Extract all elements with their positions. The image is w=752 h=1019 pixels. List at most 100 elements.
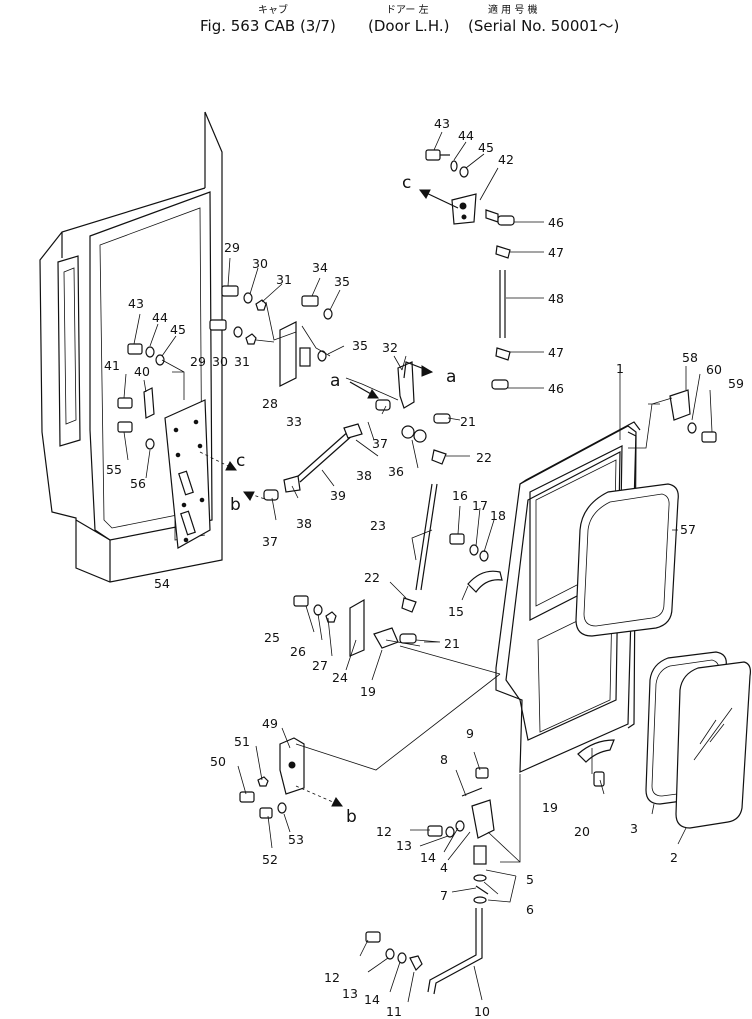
callout-14a: 14 [420,850,436,865]
callout-7: 7 [440,888,448,903]
callout-53: 53 [288,832,304,847]
hardware [117,149,717,972]
cab-frame [39,111,223,583]
callout-57: 57 [680,522,696,537]
letter-c-1: c [402,173,411,193]
callout-37a: 37 [372,436,388,451]
connection-arrows [199,189,459,807]
callout-19b: 19 [542,800,558,815]
callout-41: 41 [104,358,120,373]
callout-numbers: 1 2 3 4 5 6 7 8 9 10 11 12 12 13 13 14 1… [104,116,744,1019]
letter-a-2: a [330,371,340,391]
callout-6: 6 [526,902,534,917]
callout-17: 17 [472,498,488,513]
callout-43b: 43 [128,296,144,311]
callout-29a: 29 [224,240,240,255]
callout-50: 50 [210,754,226,769]
latch-42 [451,193,499,225]
callout-45a: 45 [478,140,494,155]
callout-11: 11 [386,1004,402,1019]
callout-37b: 37 [262,534,278,549]
callout-60: 60 [706,362,722,377]
callout-44b: 44 [152,310,168,325]
callout-32: 32 [382,340,398,355]
serial-kana: 適 用 号 機 [488,3,538,16]
callout-35b: 35 [352,338,368,353]
callout-59: 59 [728,376,744,391]
callout-36: 36 [388,464,404,479]
callout-28: 28 [262,396,278,411]
leader-lines [123,131,713,1003]
callout-25: 25 [264,630,280,645]
connection-letters: a a b b c c [230,173,456,827]
callout-38b: 38 [296,516,312,531]
door-kana: ドアー 左 [386,3,429,16]
callout-14b: 14 [364,992,380,1007]
callout-31b: 31 [234,354,250,369]
callout-54: 54 [154,576,170,591]
callout-21b: 21 [444,636,460,651]
callout-44a: 44 [458,128,474,143]
callout-2: 2 [670,850,678,865]
letter-b-2: b [346,807,357,827]
callout-19a: 19 [360,684,376,699]
callout-21a: 21 [460,414,476,429]
callout-3: 3 [630,821,638,836]
window-glass-2 [675,661,751,829]
callout-38a: 38 [356,468,372,483]
callout-5: 5 [526,872,534,887]
callout-40: 40 [134,364,150,379]
callout-39: 39 [330,488,346,503]
callout-55: 55 [106,462,122,477]
callout-22a: 22 [476,450,492,465]
letter-a-1: a [446,367,456,387]
callout-51: 51 [234,734,250,749]
serial-subtitle: (Serial No. 50001～) [468,17,619,35]
callout-45b: 45 [170,322,186,337]
callout-24: 24 [332,670,348,685]
callout-13b: 13 [342,986,358,1001]
callout-15: 15 [448,604,464,619]
window-glass-57 [575,483,679,637]
callout-30b: 30 [212,354,228,369]
callout-20: 20 [574,824,590,839]
letter-b-1: b [230,495,241,515]
callout-4: 4 [440,860,448,875]
callout-47a: 47 [548,245,564,260]
callout-46a: 46 [548,215,564,230]
figure-title: Fig. 563 CAB (3/7) [200,17,336,35]
callout-46b: 46 [548,381,564,396]
header: キャブ ドアー 左 適 用 号 機 Fig. 563 CAB (3/7) (Do… [200,3,619,35]
callout-18: 18 [490,508,506,523]
callout-49: 49 [262,716,278,731]
callout-47b: 47 [548,345,564,360]
callout-33: 33 [286,414,302,429]
callout-16: 16 [452,488,468,503]
callout-31a: 31 [276,272,292,287]
callout-8: 8 [440,752,448,767]
callout-12b: 12 [324,970,340,985]
callout-48: 48 [548,291,564,306]
callout-58: 58 [682,350,698,365]
callout-22b: 22 [364,570,380,585]
callout-12a: 12 [376,824,392,839]
callout-43a: 43 [434,116,450,131]
callout-26: 26 [290,644,306,659]
callout-27: 27 [312,658,328,673]
letter-c-2: c [236,451,245,471]
callout-56: 56 [130,476,146,491]
hinge-plate-54 [164,399,211,549]
callout-9: 9 [466,726,474,741]
callout-35a: 35 [334,274,350,289]
door-subtitle: (Door L.H.) [368,17,449,35]
callout-52: 52 [262,852,278,867]
callout-30a: 30 [252,256,268,271]
kana-title: キャブ [258,3,288,16]
callout-29b: 29 [190,354,206,369]
callout-10: 10 [474,1004,490,1019]
callout-34: 34 [312,260,328,275]
callout-1: 1 [616,361,624,376]
callout-23: 23 [370,518,386,533]
